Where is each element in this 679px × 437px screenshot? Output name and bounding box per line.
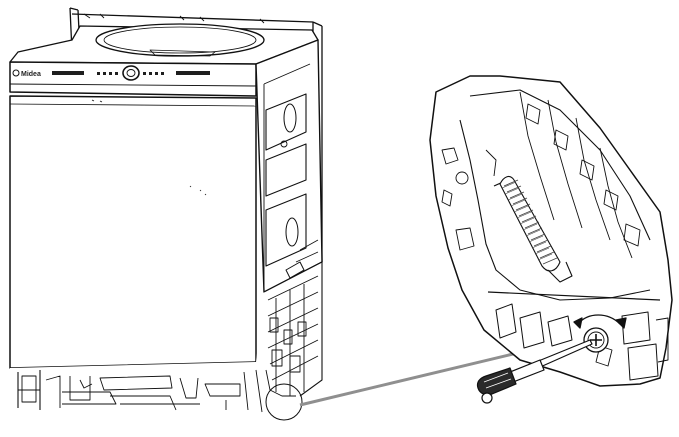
dishwasher-illustration: Midea xyxy=(9,7,323,421)
display-strip-right xyxy=(176,71,210,75)
dishwasher-side xyxy=(255,39,323,293)
brand-logo-icon xyxy=(12,69,20,77)
hinge-spring-detail xyxy=(429,75,673,387)
adjustment-screw xyxy=(583,327,609,353)
power-knob xyxy=(122,65,140,81)
hinge-spring xyxy=(493,175,573,283)
brand-logo-text: Midea xyxy=(21,71,41,78)
rotate-arrows-icon xyxy=(573,314,627,329)
screwdriver-icon xyxy=(476,339,593,404)
dishwasher-top xyxy=(9,23,319,65)
program-buttons xyxy=(97,72,164,75)
control-panel: Midea xyxy=(9,61,257,97)
dishwasher-door xyxy=(9,95,257,369)
display-strip-left xyxy=(52,71,84,75)
detail-marker-circle xyxy=(265,383,303,421)
dishwasher-base xyxy=(10,261,323,421)
